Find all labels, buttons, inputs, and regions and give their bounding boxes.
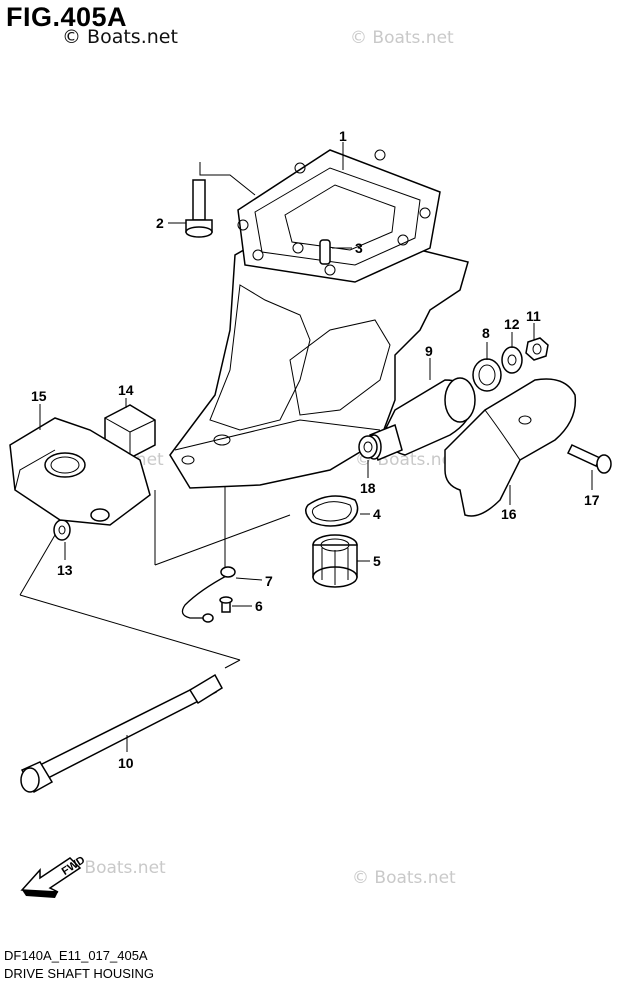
seal-part-8 bbox=[472, 358, 502, 392]
callout-3: 3 bbox=[355, 240, 363, 256]
bolt-part-17 bbox=[566, 444, 612, 474]
callout-2: 2 bbox=[156, 215, 164, 231]
callout-18: 18 bbox=[360, 480, 376, 496]
callout-14: 14 bbox=[118, 382, 134, 398]
callout-4: 4 bbox=[373, 506, 381, 522]
fwd-arrow-icon bbox=[20, 857, 82, 898]
callout-13: 13 bbox=[57, 562, 73, 578]
callout-10: 10 bbox=[118, 755, 134, 771]
callout-17: 17 bbox=[584, 492, 600, 508]
bearing-part-5 bbox=[312, 534, 358, 588]
diagram-caption: DRIVE SHAFT HOUSING bbox=[4, 966, 155, 981]
drive-shaft-housing bbox=[169, 149, 469, 489]
mount-rubber-part-9 bbox=[366, 377, 476, 462]
bolt-part-2 bbox=[185, 179, 213, 238]
figure-title: FIG.405A bbox=[6, 2, 128, 32]
callout-1: 1 bbox=[339, 128, 347, 144]
callout-11: 11 bbox=[526, 308, 541, 324]
drawing-code: DF140A_E11_017_405A bbox=[4, 948, 148, 963]
gasket-part-4 bbox=[305, 495, 359, 527]
callout-7: 7 bbox=[265, 573, 273, 589]
leader-line bbox=[154, 514, 291, 566]
leader-line bbox=[224, 659, 241, 669]
long-bolt-part-10 bbox=[20, 673, 223, 794]
callout-15: 15 bbox=[31, 388, 47, 404]
ground-wire-part-7 bbox=[181, 566, 236, 623]
mount-cover-part-16 bbox=[444, 378, 577, 517]
washer-part-12 bbox=[501, 346, 523, 374]
callout-12: 12 bbox=[504, 316, 520, 332]
watermark: © Boats.net bbox=[62, 858, 166, 878]
nut-part-11 bbox=[525, 337, 549, 361]
copyright-watermark: © Boats.net bbox=[62, 26, 178, 48]
callout-16: 16 bbox=[501, 506, 517, 522]
callout-8: 8 bbox=[482, 325, 490, 341]
leader-line bbox=[199, 162, 256, 196]
leader-line bbox=[19, 594, 241, 661]
callout-9: 9 bbox=[425, 343, 433, 359]
bolt-part-6 bbox=[219, 596, 233, 613]
washer-part-18 bbox=[358, 435, 378, 459]
watermark: © Boats.net bbox=[350, 28, 454, 48]
bracket-part-15 bbox=[9, 417, 151, 526]
leader-line bbox=[19, 534, 56, 596]
callout-leader bbox=[235, 577, 263, 581]
dowel-pin-part-3 bbox=[319, 239, 331, 265]
callout-6: 6 bbox=[255, 598, 263, 614]
washer-part-13 bbox=[53, 519, 71, 541]
callout-5: 5 bbox=[373, 553, 381, 569]
watermark: © Boats.net bbox=[352, 868, 456, 888]
